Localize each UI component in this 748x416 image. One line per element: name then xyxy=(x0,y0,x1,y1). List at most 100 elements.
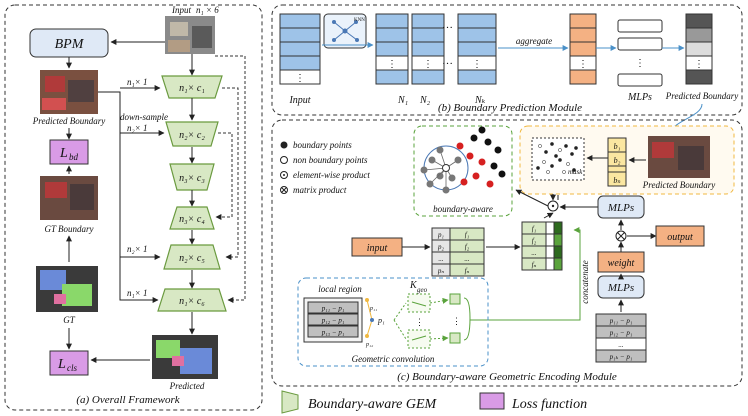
right-row-label: p₁₁ − p₁ xyxy=(609,317,633,325)
mlps-top-box xyxy=(597,195,645,219)
mask-point xyxy=(542,160,546,164)
mlp-unit xyxy=(617,73,663,87)
scatter-gray-point xyxy=(426,180,434,188)
weight-label: weight xyxy=(608,258,635,269)
agg-cell-cell xyxy=(569,41,597,57)
loss-legend-label: Loss function xyxy=(511,397,587,412)
pred-cell xyxy=(685,69,713,85)
loss-bd-sub: bd xyxy=(69,152,79,162)
legend-matrix: matrix product xyxy=(293,185,347,195)
concatenate-label: concatenate xyxy=(580,260,590,303)
legend-elementwise: element-wise product xyxy=(293,170,370,180)
panel-b-frame xyxy=(271,4,743,116)
predicted-boundary-image-c xyxy=(648,136,710,178)
concat-f-label: ... xyxy=(531,249,537,257)
stack-ellipsis-bottom: … xyxy=(442,55,453,67)
concat-f-label: f₂ xyxy=(532,237,537,245)
scatter-gray-point xyxy=(436,172,444,180)
scatter-black-point xyxy=(470,134,478,142)
scatter-red-point xyxy=(486,180,494,188)
right-row-label: p₁ₖ − p₁ xyxy=(609,353,633,361)
side-dim-3: n₂× 1 xyxy=(127,244,147,254)
panel-c-caption: (c) Boundary-aware Geometric Encoding Mo… xyxy=(397,371,617,383)
bottom-legend: Boundary-aware GEM Loss function xyxy=(281,390,587,414)
agg-cell-cell xyxy=(569,69,597,85)
mask-point xyxy=(536,166,540,170)
mlps-bottom-label: MLPs xyxy=(607,282,634,294)
side-dim-2: n₂× 1 xyxy=(127,123,147,133)
right-row-label: p₁₂ − p₁ xyxy=(609,329,633,337)
concat-f-label: f₁ xyxy=(532,225,536,233)
stack-ellipsis-top: … xyxy=(442,19,453,31)
gem-legend-icon xyxy=(281,390,299,414)
bn-label: bₙ xyxy=(613,176,620,185)
bn-cell xyxy=(607,171,627,187)
concat-gap-cell xyxy=(545,233,555,247)
loss-cls-sub: cls xyxy=(67,363,77,373)
c-pred-boundary-label: Predicted Boundary xyxy=(642,180,715,190)
n1-cell-cell xyxy=(375,41,409,57)
p-label: p₂ xyxy=(437,243,445,251)
n1-label: N₁ xyxy=(397,95,408,106)
gem-block-label-2: n₂× c₂ xyxy=(179,130,205,141)
p-label: pₙ xyxy=(437,267,445,275)
input-cell-cell xyxy=(279,41,321,57)
pred-cell xyxy=(685,13,713,29)
input-cell-cell xyxy=(279,13,321,29)
gem-block-4 xyxy=(169,206,215,230)
mask-dots xyxy=(536,142,578,174)
rel-row-label: p₁₃ − p₁ xyxy=(321,329,345,337)
nk-cell-cell xyxy=(457,27,497,43)
loss-bd-box xyxy=(49,139,89,165)
pt-p12: p₁₂ xyxy=(365,342,373,348)
gem-block-label-4: n₃× c₄ xyxy=(179,214,205,225)
gem-block-2 xyxy=(165,121,219,147)
panel-a-frame xyxy=(4,4,263,411)
scatter-gray-point xyxy=(428,156,436,164)
predicted-label: Predicted xyxy=(169,381,205,391)
input-label-c: input xyxy=(367,243,388,254)
b2-label: b₂ xyxy=(614,156,621,165)
scatter-black-point xyxy=(478,126,486,134)
scatter-gray-point xyxy=(442,186,450,194)
knn-label: KNN xyxy=(354,18,365,23)
aggregated-feature-stack: ⋮ xyxy=(569,13,597,85)
concat-f-label: fₙ xyxy=(532,261,537,269)
predicted-boundary-label: Predicted Boundary xyxy=(32,116,105,126)
agg-cell-ellipsis: ⋮ xyxy=(578,59,588,70)
concat-geo-cell xyxy=(553,233,563,247)
panel-b-pred-boundary-label: Predicted Boundary xyxy=(665,91,738,101)
nk-cell-cell xyxy=(457,69,497,85)
mask-point xyxy=(564,144,568,148)
mlp-unit xyxy=(617,19,663,33)
loss-cls-box xyxy=(49,350,89,376)
input-feature-stack: ⋮ xyxy=(279,13,321,85)
pred-ellipsis: ⋮ xyxy=(694,59,704,70)
dots-cell xyxy=(607,165,627,173)
nk-cell-cell xyxy=(457,13,497,29)
input-cell-cell xyxy=(279,55,321,71)
gem-block-label-1: n₁× c₁ xyxy=(179,83,205,94)
mask-point xyxy=(558,158,562,162)
f-label: ... xyxy=(464,255,470,263)
n1-cell-ellipsis: ⋮ xyxy=(387,59,397,70)
agg-cell-cell xyxy=(569,13,597,29)
geo-conv-box xyxy=(297,277,489,367)
side-dim-4: n₁× 1 xyxy=(127,288,147,298)
f-label: fₙ xyxy=(465,267,470,275)
geo-kernels: ⋮ ⋮ xyxy=(393,293,471,349)
svg-text:⋮: ⋮ xyxy=(452,316,461,326)
k-geo-sub: geo xyxy=(417,286,428,294)
n2-cell-cell xyxy=(411,27,445,43)
gem-block-3 xyxy=(169,163,215,191)
n2-cell-cell xyxy=(411,13,445,29)
legend-boundary-dot xyxy=(280,141,288,149)
scatter-red-point xyxy=(466,152,474,160)
b1-label: b₁ xyxy=(614,142,621,151)
rel-row-label: p₁₁ − p₁ xyxy=(321,305,345,313)
mask-point xyxy=(572,168,576,172)
gem-block-6 xyxy=(157,288,227,312)
n2-cell-cell xyxy=(411,69,445,85)
